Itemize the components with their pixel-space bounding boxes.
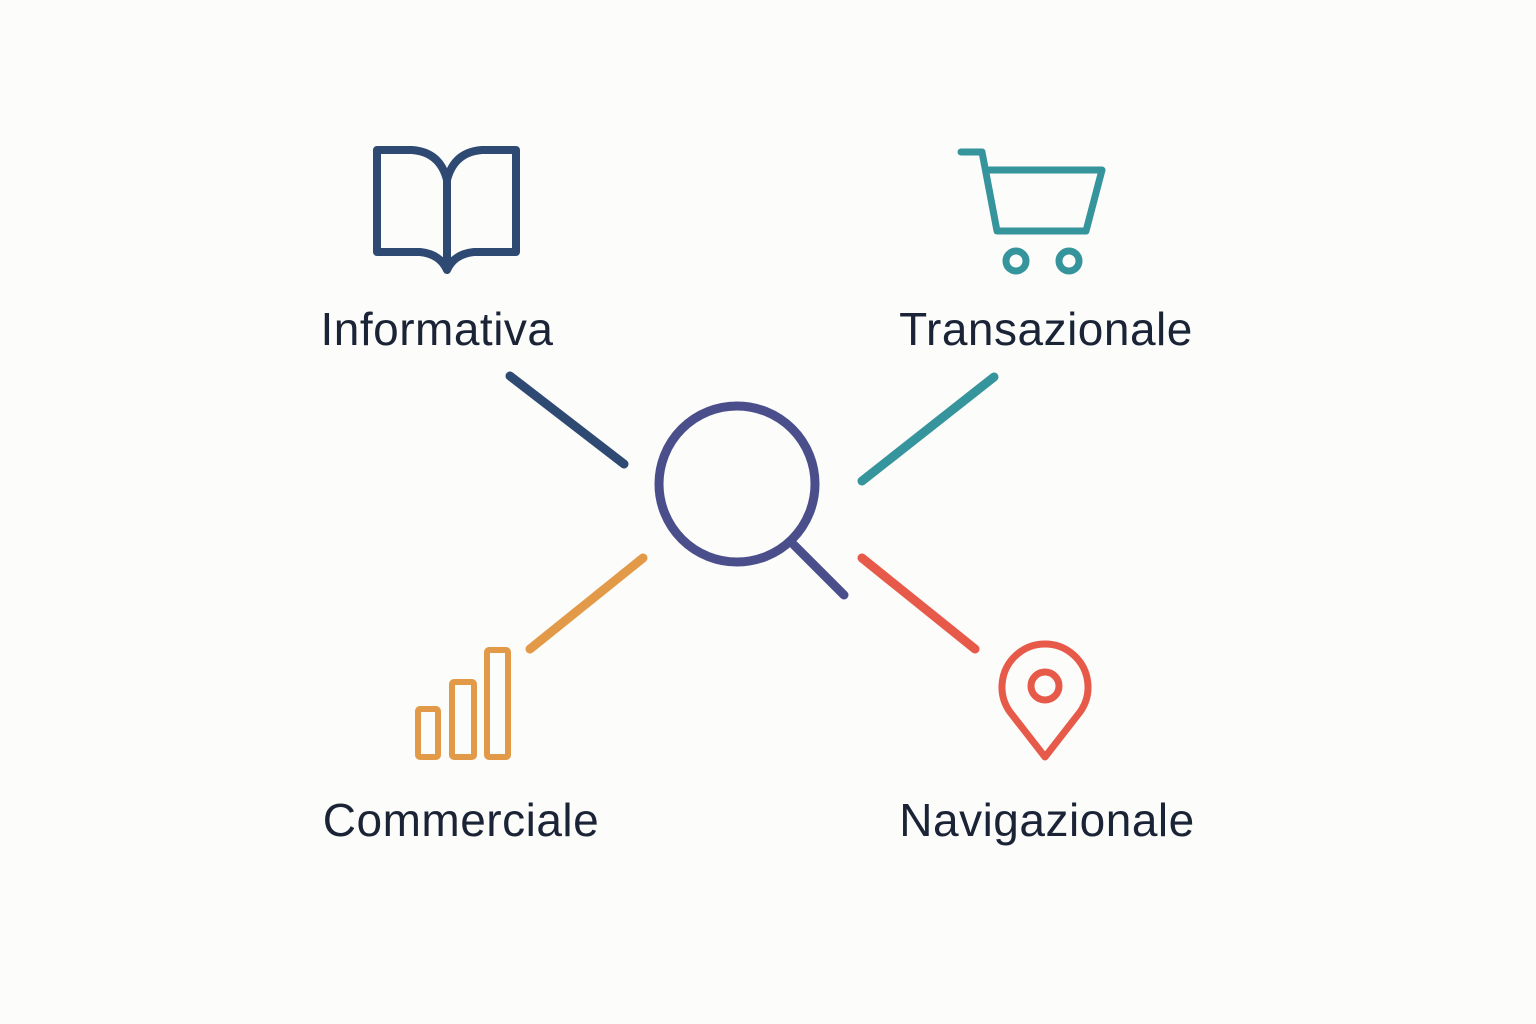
label-transazionale: Transazionale <box>899 303 1193 355</box>
magnifying-glass-icon <box>654 401 849 600</box>
label-navigazionale: Navigazionale <box>899 794 1194 846</box>
shopping-cart-icon <box>957 148 1106 275</box>
connector-informativa <box>505 371 629 469</box>
connector-transazionale <box>857 372 999 486</box>
bar-chart-icon <box>415 647 511 760</box>
map-pin-icon <box>998 640 1092 761</box>
connector-commerciale <box>525 553 648 654</box>
label-commerciale: Commerciale <box>323 794 599 846</box>
label-informativa: Informativa <box>320 303 553 355</box>
open-book-icon <box>373 146 520 274</box>
connector-navigazionale <box>857 553 980 654</box>
